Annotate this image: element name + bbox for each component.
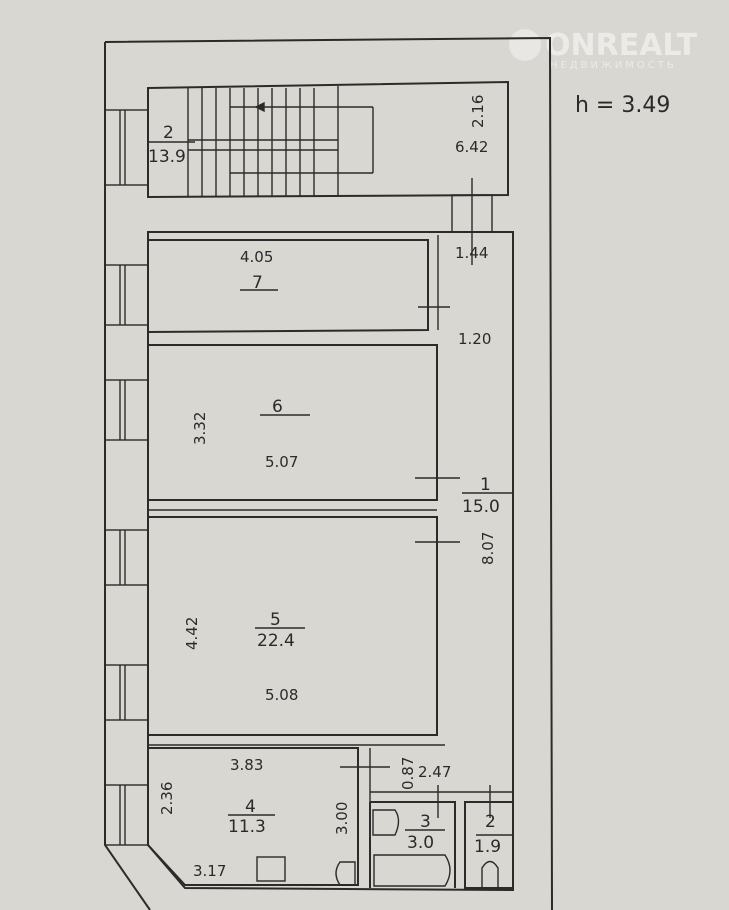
plan-label: 3.0 <box>407 833 434 853</box>
plan-label: 5.08 <box>265 686 298 704</box>
washbasin-icon <box>372 809 400 836</box>
plan-label: 2.36 <box>158 782 176 815</box>
corridor-dim-top: 1.44 <box>455 244 488 262</box>
plan-label: 2.16 <box>469 95 487 128</box>
ceiling-height: h = 3.49 <box>575 93 670 118</box>
stove-icon <box>256 856 286 882</box>
room-2-wc: 2 1.9 <box>464 785 514 889</box>
plan-label: 3 <box>420 812 431 832</box>
plan-label: 2 <box>485 812 496 832</box>
plan-label: 7 <box>252 273 263 293</box>
plan-label: 1 <box>480 475 491 495</box>
room-7: 4.05 7 <box>147 235 450 334</box>
plan-label: 3.32 <box>191 412 209 445</box>
plan-label: 2.47 <box>418 763 451 781</box>
room-stairwell: 2 13.9 2.16 6.42 <box>147 80 509 265</box>
plan-label: 6.42 <box>455 138 488 156</box>
plan-label: 4.05 <box>240 248 273 266</box>
plan-label: 8.07 <box>479 532 497 565</box>
plan-label: 13.9 <box>148 147 186 167</box>
plan-label: 1.9 <box>474 837 501 857</box>
plan-label: 2 <box>163 123 174 143</box>
plan-label: 22.4 <box>257 631 295 651</box>
watermark-subtitle: НЕДВИЖИМОСТЬ <box>550 60 677 71</box>
plan-label: 3.83 <box>230 756 263 774</box>
plan-label: 5.07 <box>265 453 298 471</box>
room-5: 4.42 5 22.4 5.08 <box>147 516 445 746</box>
corridor-dim-width: 1.20 <box>458 330 491 348</box>
sink-icon <box>335 861 356 886</box>
plan-label: 4 <box>245 797 256 817</box>
stairs <box>187 86 374 197</box>
plan-label: 15.0 <box>462 497 500 517</box>
toilet-icon <box>481 860 499 888</box>
bathtub-icon <box>373 854 451 887</box>
room-6: 3.32 6 5.07 <box>147 344 460 511</box>
plan-label: 11.3 <box>228 817 266 837</box>
watermark-brand: ONREALT <box>545 28 698 63</box>
plan-label: 6 <box>272 397 283 417</box>
plan-label: 4.42 <box>183 617 201 650</box>
room-4-kitchen: 3.83 2.36 4 11.3 3.00 3.17 <box>147 747 390 888</box>
room-3-bathroom: 3 3.0 <box>369 785 456 888</box>
plan-label: 0.87 <box>399 757 417 790</box>
plan-label: 3.17 <box>193 862 226 880</box>
plan-label: 3.00 <box>333 802 351 835</box>
watermark-logo: ONREALT НЕДВИЖИМОСТЬ <box>509 28 698 71</box>
plan-label: 5 <box>270 610 281 630</box>
hall: 0.87 2.47 <box>370 757 513 793</box>
